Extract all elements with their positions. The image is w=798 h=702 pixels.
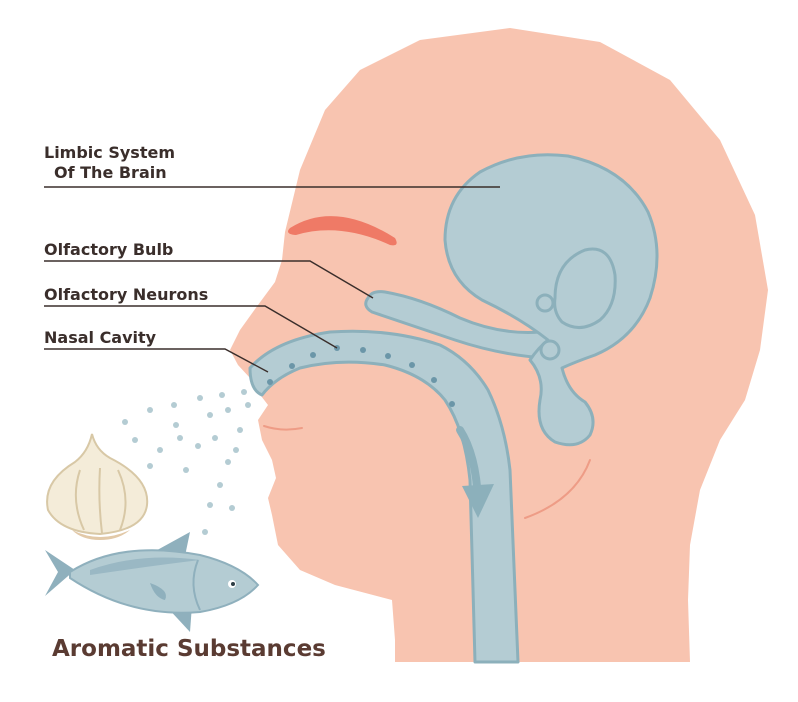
caption-aromatic-substances: Aromatic Substances [52, 636, 326, 662]
limbic-connector-lower [539, 339, 561, 361]
mouth-line [263, 425, 303, 431]
label-olfactory-bulb: Olfactory Bulb [44, 240, 174, 259]
eyebrow [288, 216, 397, 246]
label-limbic-line2: Of The Brain [54, 163, 167, 182]
garlic-icon [46, 433, 149, 540]
label-olfactory-neurons: Olfactory Neurons [44, 285, 209, 304]
leader-nasal [44, 348, 269, 373]
limbic-connector-upper [535, 293, 555, 313]
leader-lines [44, 186, 500, 373]
leader-neurons [44, 305, 338, 349]
olfactory-neuron-dots [267, 345, 455, 407]
jaw-line [524, 459, 591, 519]
nasal-passage [248, 329, 520, 664]
aroma-particles [122, 389, 251, 535]
label-limbic-line1: Limbic System [44, 143, 175, 162]
label-limbic-system: Limbic System Of The Brain [44, 143, 175, 183]
airflow-arrowhead [462, 484, 494, 518]
fish-icon [45, 532, 260, 632]
leader-bulb [44, 260, 374, 299]
label-nasal-cavity: Nasal Cavity [44, 328, 157, 347]
